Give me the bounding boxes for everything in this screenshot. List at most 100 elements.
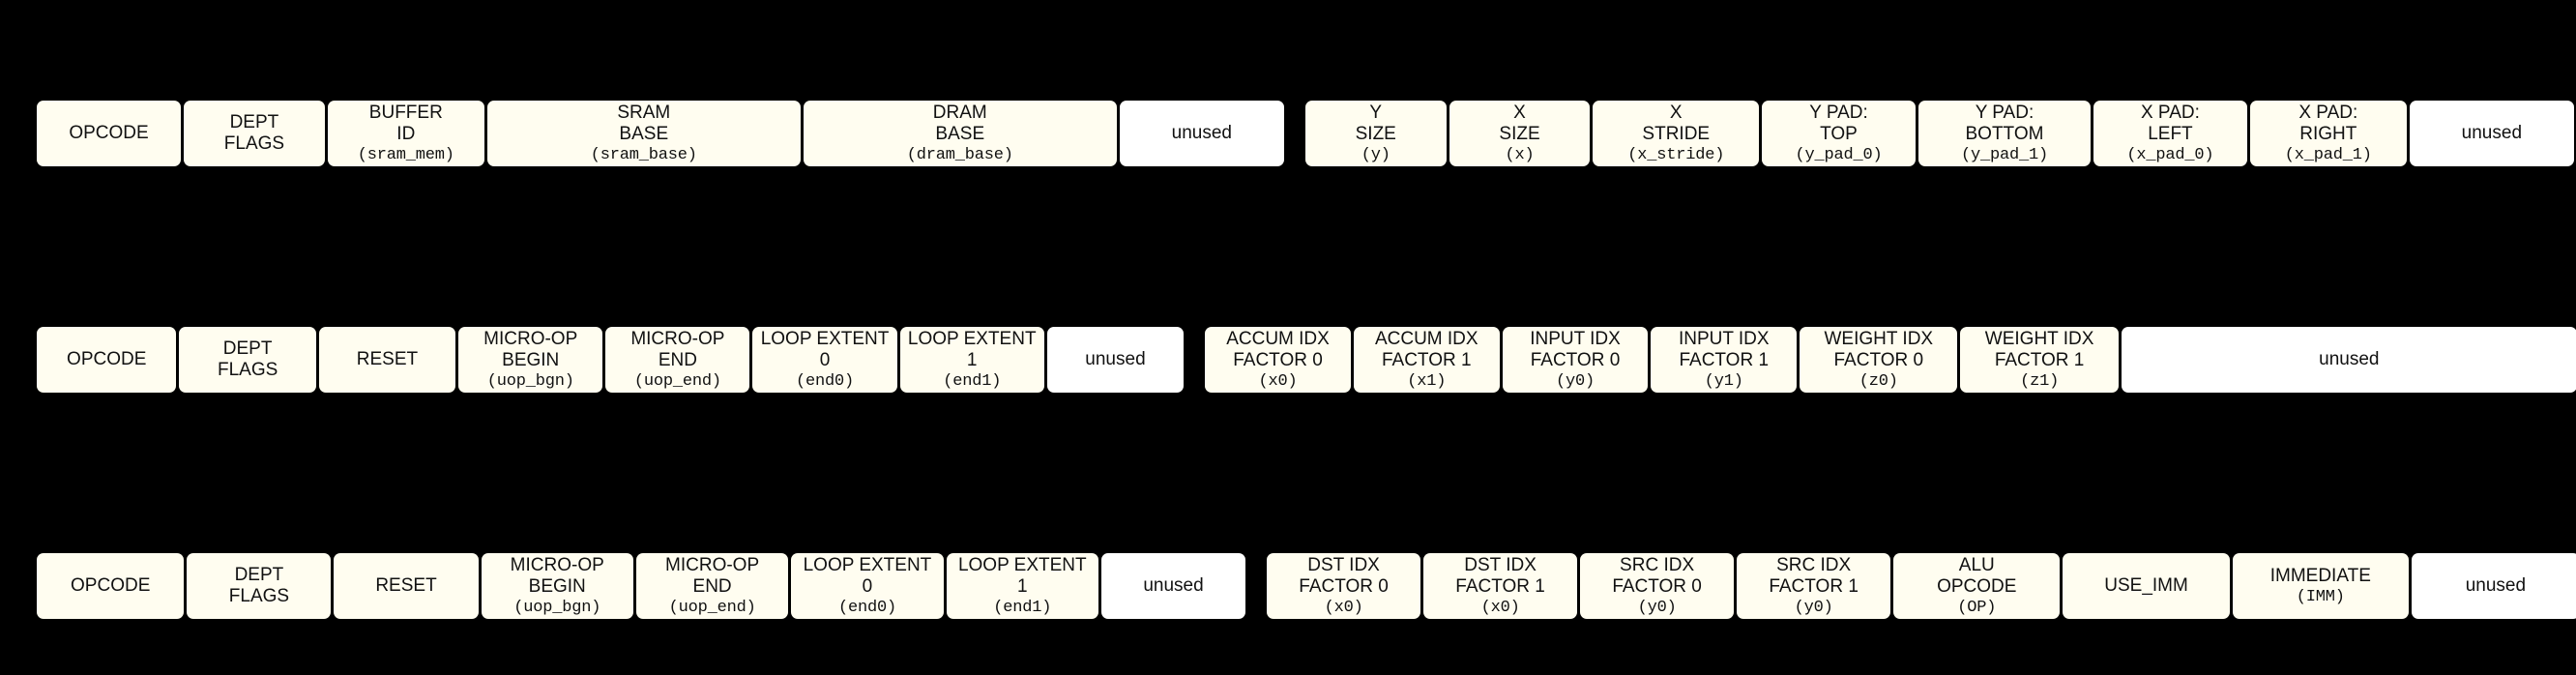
field-title: OPCODE	[67, 349, 147, 369]
field-title: RESET	[356, 349, 419, 369]
field-unused: unused	[2121, 327, 2576, 393]
field-title: Y PAD:BOTTOM	[1965, 102, 2044, 144]
field-unused-label: unused	[1143, 575, 1204, 596]
field-code-name: (x0)	[1258, 371, 1298, 391]
field-title: RESET	[375, 575, 437, 596]
field-code-name: (z0)	[1859, 371, 1898, 391]
field-code-name: (x_pad_0)	[2126, 145, 2214, 164]
field-opcode: OPCODE	[37, 101, 182, 166]
field-immediate: IMMEDIATE(IMM)	[2232, 553, 2409, 619]
field-code-name: (y_pad_1)	[1960, 145, 2048, 164]
field-unused-label: unused	[2465, 575, 2527, 596]
field-code-name: (sram_mem)	[357, 145, 454, 164]
field-x-pad-right: X PAD:RIGHT(x_pad_1)	[2249, 101, 2407, 166]
field-unused-label: unused	[1085, 349, 1146, 369]
field-code-name: (y1)	[1704, 371, 1743, 391]
field-unused: unused	[2409, 101, 2574, 166]
field-reset: RESET	[334, 553, 479, 619]
field-unused: unused	[2411, 553, 2576, 619]
field-code-name: (x_stride)	[1627, 145, 1725, 164]
field-code-name: (IMM)	[2296, 587, 2345, 606]
field-code-name: (x_pad_1)	[2284, 145, 2372, 164]
field-code-name: (x1)	[1407, 371, 1447, 391]
field-code-name: (y0)	[1637, 598, 1677, 617]
field-title: X PAD:RIGHT	[2298, 102, 2358, 144]
field-title: IMMEDIATE	[2269, 565, 2371, 586]
field-use-imm: USE_IMM	[2063, 553, 2230, 619]
field-opcode: OPCODE	[37, 327, 177, 393]
field-unused: unused	[1119, 101, 1284, 166]
field-code-name: (end1)	[943, 371, 1002, 391]
field-y-pad-top: Y PAD:TOP(y_pad_0)	[1762, 101, 1916, 166]
field-title: OPCODE	[71, 575, 151, 596]
field-unused: unused	[1100, 553, 1246, 619]
field-code-name: (uop_bgn)	[486, 371, 574, 391]
field-code-name: (x0)	[1324, 598, 1363, 617]
field-unused-label: unused	[2319, 349, 2380, 369]
field-title: Y PAD:TOP	[1809, 102, 1868, 144]
field-unused-label: unused	[1171, 123, 1232, 143]
field-code-name: (dram_base)	[906, 145, 1013, 164]
field-code-name: (end1)	[993, 598, 1052, 617]
field-code-name: (OP)	[1957, 598, 1997, 617]
field-code-name: (uop_end)	[633, 371, 721, 391]
field-code-name: (x0)	[1480, 598, 1520, 617]
field-reset: RESET	[318, 327, 456, 393]
field-code-name: (end0)	[837, 598, 896, 617]
field-code-name: (z1)	[2020, 371, 2060, 391]
field-x-pad-left: X PAD:LEFT(x_pad_0)	[2093, 101, 2247, 166]
field-title: USE_IMM	[2104, 575, 2188, 596]
field-code-name: (y_pad_0)	[1795, 145, 1883, 164]
